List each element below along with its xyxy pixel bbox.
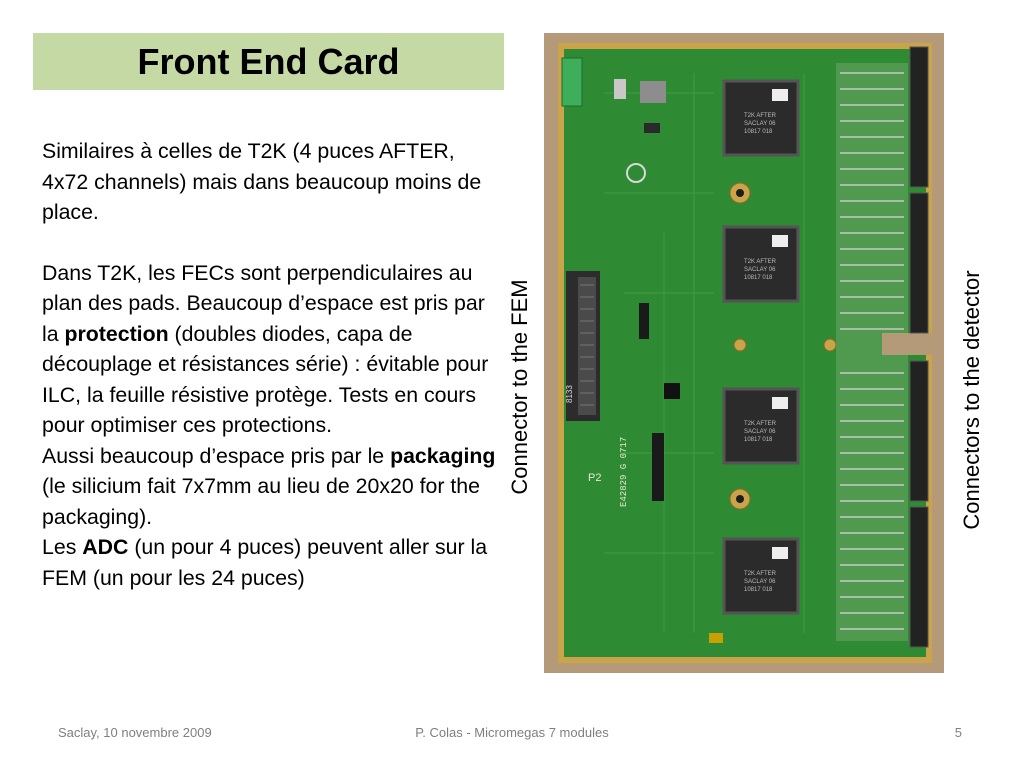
component — [664, 383, 680, 399]
component — [709, 633, 723, 643]
p3-bold: packaging — [390, 443, 496, 468]
body-text: Similaires à celles de T2K (4 puces AFTE… — [42, 136, 504, 593]
label-connector-to-fem: Connector to the FEM — [507, 279, 532, 495]
p4-text-a: Les — [42, 535, 83, 559]
chip-text: SACLAY 06 — [744, 579, 776, 585]
p3-text-c: (le silicium fait 7x7mm au lieu de 20x20… — [42, 474, 480, 529]
board-marking-p2: P2 — [588, 472, 601, 484]
chip-text: T2K AFTER — [744, 259, 777, 265]
p3-text-a: Aussi beaucoup d’espace pris par le — [42, 443, 391, 468]
component — [652, 473, 664, 501]
board-notch — [882, 333, 932, 355]
label-connectors-to-detector: Connectors to the detector — [959, 270, 984, 530]
p2-text-c: (doubles diodes, capa de découplage et r… — [42, 321, 489, 438]
footer-author: P. Colas - Micromegas 7 modules — [415, 725, 609, 740]
component — [614, 79, 626, 99]
power-terminal — [561, 57, 583, 107]
mounting-hole-centers — [736, 189, 744, 503]
title-box: Front End Card — [33, 33, 504, 90]
footer-date: Saclay, 10 novembre 2009 — [58, 725, 212, 740]
detector-connectors — [909, 46, 929, 648]
chip-text: T2K AFTER — [744, 113, 777, 119]
paragraph-1: Similaires à celles de T2K (4 puces AFTE… — [42, 139, 482, 224]
fem-connector-text: 8133 — [565, 385, 574, 403]
paragraph-4: Les ADC (un pour 4 puces) peuvent aller … — [42, 532, 504, 593]
chip-text: T2K AFTER — [744, 571, 777, 577]
after-chip-1: T2K AFTER SACLAY 06 10817 018 — [722, 79, 800, 157]
component — [652, 433, 664, 473]
chip-text: 10817 018 — [744, 587, 773, 593]
fem-connector: 8133 — [565, 271, 600, 421]
component — [640, 81, 666, 103]
board-marking-serial: E42829 G 0717 — [619, 437, 629, 507]
chip-text: SACLAY 06 — [744, 267, 776, 273]
p2-bold: protection — [64, 321, 169, 346]
footer-page-number: 5 — [954, 725, 962, 740]
chip-text: SACLAY 06 — [744, 121, 776, 127]
component — [626, 163, 646, 183]
component — [639, 303, 649, 339]
chip-text: 10817 018 — [744, 275, 773, 281]
after-chip-3: T2K AFTER SACLAY 06 10817 018 — [722, 387, 800, 465]
chip-text: 10817 018 — [744, 129, 773, 135]
after-chip-4: T2K AFTER SACLAY 06 10817 018 — [722, 537, 800, 615]
p4-bold: ADC — [82, 535, 129, 559]
front-end-card-photo: 8133 P2 E42829 G 0717 T2K AFTER SACLAY 0… — [544, 33, 944, 673]
chip-text: 10817 018 — [744, 437, 773, 443]
p2-text-a: Dans T2K, les FECs sont perpendiculaires… — [42, 260, 485, 346]
p4-text-c: (un pour 4 puces) peuvent aller sur la F… — [42, 535, 488, 590]
chip-text: SACLAY 06 — [744, 429, 776, 435]
paragraph-2: Dans T2K, les FECs sont perpendiculaires… — [42, 258, 504, 441]
paragraph-3: Aussi beaucoup d’espace pris par le pack… — [42, 441, 504, 533]
after-chip-2: T2K AFTER SACLAY 06 10817 018 — [722, 225, 800, 303]
slide-title: Front End Card — [137, 40, 400, 82]
chip-text: T2K AFTER — [744, 421, 777, 427]
component — [644, 123, 660, 133]
